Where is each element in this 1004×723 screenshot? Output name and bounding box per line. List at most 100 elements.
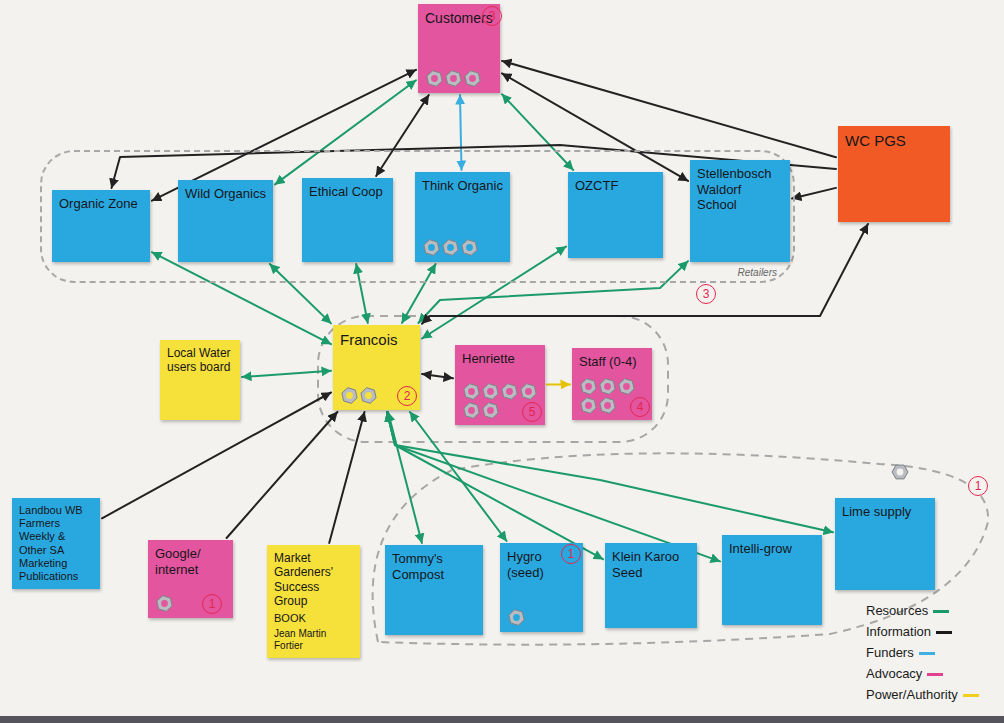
nut-hole [468, 407, 475, 414]
note-text: Landbou WB Farmers Weekly & Other SA Mar… [19, 504, 94, 583]
legend-row: Advocacy [866, 663, 979, 684]
callout-number: 2 [397, 386, 417, 406]
nut-hole [365, 392, 372, 399]
hex-nut [427, 71, 442, 87]
sticky-note: Intelli-grow [722, 535, 822, 625]
connector [388, 412, 422, 543]
note-text: Tommy's Compost [392, 551, 477, 582]
connector [402, 264, 436, 323]
connector [227, 412, 338, 538]
connector [460, 95, 462, 170]
nut-hole [623, 383, 630, 390]
note-text: WC PGS [845, 132, 944, 150]
hex-nuts [579, 377, 636, 415]
connector [502, 94, 573, 170]
legend-row: Power/Authority [866, 684, 979, 705]
connector [275, 80, 416, 184]
legend-text: Information [866, 624, 931, 639]
legend-text: Advocacy [866, 666, 922, 681]
group-outline [373, 453, 989, 644]
hex-nuts [340, 386, 397, 405]
hex-nut [502, 384, 517, 400]
nut-hole [525, 388, 532, 395]
hex-nut [361, 388, 376, 404]
nut-hole [469, 75, 476, 82]
hex-nut [619, 379, 634, 395]
sticky-note: Stellenbosch Waldorf School [690, 160, 790, 262]
callout-number: 3 [482, 6, 502, 26]
connector [356, 264, 368, 323]
nut-hole [506, 388, 513, 395]
note-text: Local Water users board [167, 346, 234, 375]
sticky-note: Lime supply [835, 498, 935, 590]
nut-hole [450, 75, 457, 82]
nut-hole [468, 388, 475, 395]
nut-hole [487, 407, 494, 414]
legend-text: Power/Authority [866, 687, 958, 702]
note-text: OZCTF [575, 178, 657, 194]
legend-swatch [933, 610, 949, 613]
connector [410, 412, 507, 541]
legend-text: Resources [866, 603, 928, 618]
sticky-note: Google/ internet [148, 540, 233, 618]
note-text: Customers [425, 10, 494, 27]
connector [422, 374, 453, 378]
sticky-note: Wild Organics [178, 180, 273, 262]
connector [792, 188, 836, 199]
note-text: Wild Organics [185, 186, 267, 202]
note-subtext: BOOK [274, 612, 354, 625]
legend-swatch [927, 673, 943, 676]
nut-hole [466, 244, 473, 251]
note-subtext: Jean Martin Fortier [274, 628, 354, 652]
hex-nut [424, 240, 439, 256]
legend: ResourcesInformationFundersAdvocacyPower… [866, 600, 979, 705]
nut-hole [431, 75, 438, 82]
note-text: Organic Zone [59, 196, 144, 212]
note-text: Klein Karoo Seed [612, 549, 691, 580]
legend-swatch [936, 631, 952, 634]
callout-number: 4 [630, 397, 650, 417]
hex-nuts [422, 238, 498, 257]
hex-nut [446, 71, 461, 87]
nut-hole [346, 392, 353, 399]
sticky-note: Tommy's Compost [385, 545, 483, 635]
callout-number: 1 [561, 544, 581, 564]
hex-nut [600, 379, 615, 395]
sticky-note: Ethical Coop [302, 178, 393, 262]
hex-nut [464, 403, 479, 419]
note-text: Francois [340, 331, 414, 349]
hex-nut [443, 240, 458, 256]
hex-nut [509, 610, 524, 626]
hex-nut [600, 398, 615, 414]
sticky-note: Think Organic [415, 172, 510, 262]
callout-number: 5 [522, 402, 542, 422]
sticky-note: Organic Zone [52, 190, 150, 262]
nut-hole [585, 383, 592, 390]
sticky-note: Klein Karoo Seed [605, 543, 697, 628]
hex-nut [483, 403, 498, 419]
hex-nut [462, 240, 477, 256]
nut-hole [487, 388, 494, 395]
hex-nut [483, 384, 498, 400]
hex-nut [892, 465, 908, 479]
note-text: Stellenbosch Waldorf School [697, 166, 784, 213]
nut-hole [585, 402, 592, 409]
nut-hole [161, 600, 168, 607]
hex-nut [581, 398, 596, 414]
sticky-note: WC PGS [838, 126, 950, 222]
callout-number: 3 [696, 284, 716, 304]
legend-row: Information [866, 621, 979, 642]
note-text: Henriette [462, 351, 539, 367]
callout-number: 1 [968, 476, 988, 496]
nut-hole [604, 402, 611, 409]
hex-nut [581, 379, 596, 395]
hex-nut [464, 384, 479, 400]
hex-nuts [425, 69, 482, 88]
nut-hole [447, 244, 454, 251]
note-text: Lime supply [842, 504, 929, 520]
note-text: Intelli-grow [729, 541, 816, 557]
sticky-note: Landbou WB Farmers Weekly & Other SA Mar… [12, 498, 100, 589]
sticky-note: Local Water users board [160, 340, 240, 420]
group-outline [318, 316, 668, 442]
hex-nuts [155, 594, 212, 613]
